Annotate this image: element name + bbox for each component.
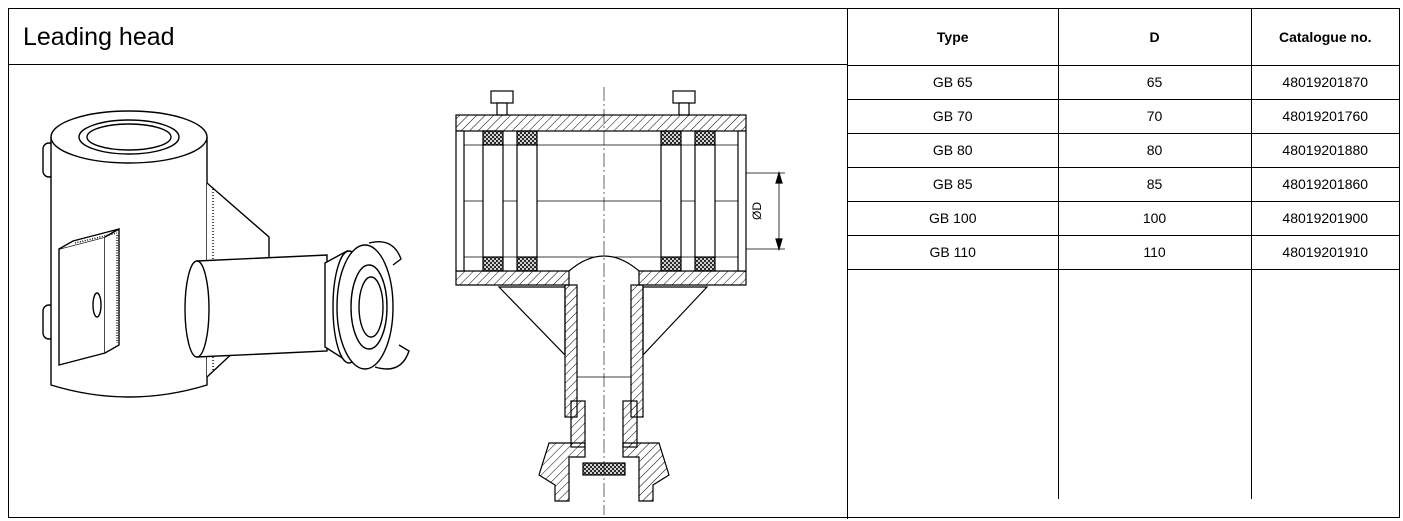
cell-d: 70: [1057, 99, 1251, 134]
table-empty-row: [848, 269, 1399, 499]
empty-cell: [1250, 269, 1399, 499]
table-row: GB 65 65 48019201870: [848, 65, 1399, 100]
table-row: GB 85 85 48019201860: [848, 167, 1399, 202]
title-cell: Leading head: [9, 9, 848, 65]
cell-type: GB 70: [848, 99, 1058, 134]
specification-table-wrap: Type D Catalogue no. GB 65 65 4801920187…: [848, 9, 1399, 517]
cross-section-drawing: [455, 87, 785, 515]
cell-d: 85: [1057, 167, 1251, 202]
empty-cell: [848, 269, 1058, 499]
cell-type: GB 80: [848, 133, 1058, 168]
table-row: GB 70 70 48019201760: [848, 99, 1399, 134]
column-header-type: Type: [848, 9, 1058, 66]
cell-type: GB 110: [848, 235, 1058, 270]
cell-catalogue-no: 48019201900: [1250, 201, 1399, 236]
cell-d: 100: [1057, 201, 1251, 236]
cell-catalogue-no: 48019201870: [1250, 65, 1399, 100]
cell-type: GB 100: [848, 201, 1058, 236]
cell-catalogue-no: 48019201760: [1250, 99, 1399, 134]
column-header-d: D: [1057, 9, 1251, 66]
cell-d: 65: [1057, 65, 1251, 100]
table-row: GB 110 110 48019201910: [848, 235, 1399, 270]
table-row: GB 80 80 48019201880: [848, 133, 1399, 168]
cell-catalogue-no: 48019201880: [1250, 133, 1399, 168]
column-header-catalogue-no: Catalogue no.: [1250, 9, 1399, 66]
technical-drawings: ØD: [42, 87, 785, 515]
page-title: Leading head: [23, 23, 175, 51]
cell-type: GB 85: [848, 167, 1058, 202]
specification-table: Type D Catalogue no. GB 65 65 4801920187…: [848, 9, 1399, 499]
table-row: GB 100 100 48019201900: [848, 201, 1399, 236]
cell-d: 80: [1057, 133, 1251, 168]
drawing-area: ØD: [9, 65, 848, 519]
table-header-row: Type D Catalogue no.: [848, 9, 1399, 66]
isometric-view-drawing: [42, 110, 410, 398]
cell-type: GB 65: [848, 65, 1058, 100]
diameter-dimension-label: ØD: [750, 202, 764, 220]
empty-cell: [1057, 269, 1251, 499]
cell-d: 110: [1057, 235, 1251, 270]
cell-catalogue-no: 48019201910: [1250, 235, 1399, 270]
datasheet-frame: Leading head: [8, 8, 1400, 519]
cell-catalogue-no: 48019201860: [1250, 167, 1399, 202]
